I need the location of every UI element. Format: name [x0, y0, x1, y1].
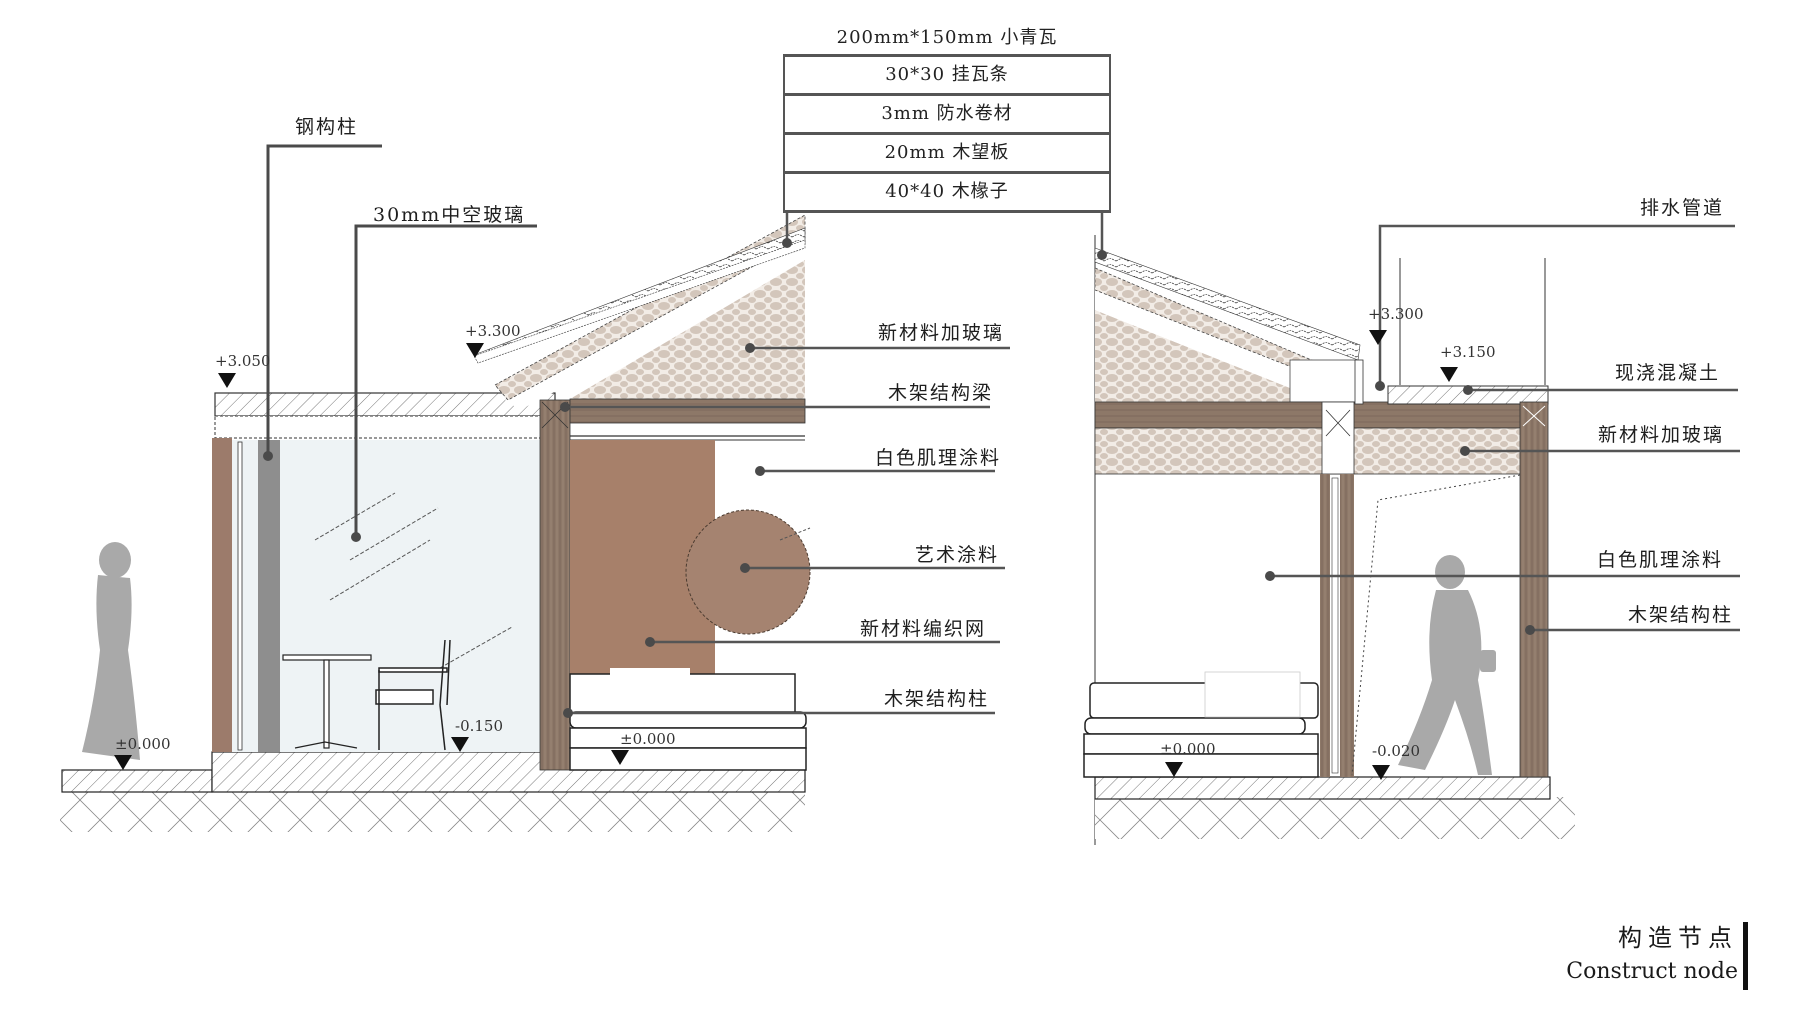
chair	[375, 639, 451, 751]
left-wood-beam	[569, 398, 806, 424]
callout-new-material-glass: 新材料加玻璃	[878, 322, 1005, 344]
title-bar-divider	[1743, 922, 1748, 990]
level-floor-room-right: ±0.000	[1160, 740, 1216, 758]
title-cn: 构造节点	[1618, 924, 1738, 952]
right-mid-column-a	[1320, 474, 1330, 777]
right-roof-rafter-layer	[1094, 267, 1336, 385]
roof-layer-row: 40*40 木椽子	[783, 171, 1111, 213]
callout-hollow-glass: 30mm中空玻璃	[373, 204, 526, 226]
level-ground-outside: ±0.000	[115, 735, 171, 753]
roof-layer-row: 3mm 防水卷材	[783, 93, 1111, 132]
callout-woven-mesh: 新材料编织网	[860, 618, 987, 640]
title-en: Construct node	[1566, 959, 1738, 984]
person-silhouette-left	[82, 542, 140, 760]
right-earth	[1095, 797, 1575, 839]
callout-white-texture-paint: 白色肌理涂料	[875, 447, 1002, 469]
steel-column	[258, 440, 280, 752]
left-brown-pillar	[212, 438, 232, 752]
roof-layer-table: 200mm*150mm 小青瓦 30*30 挂瓦条 3mm 防水卷材 20mm …	[783, 22, 1111, 213]
right-wall-lattice	[1094, 427, 1524, 475]
person-silhouette-right	[1398, 555, 1496, 775]
level-roof-eave-left: +3.300	[465, 322, 521, 340]
right-floor-slab	[1094, 776, 1551, 800]
left-roof-slab	[214, 392, 556, 417]
right-mid-column-b	[1340, 474, 1354, 777]
callout-cast-concrete: 现浇混凝土	[1615, 362, 1721, 384]
left-section	[60, 144, 1010, 832]
callout-wood-column-right: 木架结构柱	[1628, 604, 1734, 626]
level-floor-inside: -0.150	[455, 717, 504, 735]
level-roof-left: +3.050	[215, 352, 271, 370]
roof-layer-row: 20mm 木望板	[783, 132, 1111, 171]
left-roof-lattice	[570, 260, 805, 399]
right-wood-beam	[1094, 401, 1541, 429]
level-floor-room-left: ±0.000	[620, 730, 676, 748]
left-wood-post	[539, 399, 571, 771]
left-leader-lines	[266, 144, 537, 537]
callout-steel-column: 钢构柱	[295, 116, 359, 138]
roof-layer-row: 30*30 挂瓦条	[783, 54, 1111, 93]
right-wood-column	[1519, 401, 1549, 778]
level-floor-corridor: -0.020	[1372, 742, 1421, 760]
left-outdoor-slab	[61, 769, 213, 793]
roof-layer-top-label: 200mm*150mm 小青瓦	[836, 27, 1058, 48]
right-section	[1083, 210, 1740, 845]
callout-art-paint: 艺术涂料	[915, 544, 1000, 566]
left-earth	[60, 792, 805, 832]
callout-wood-beam: 木架结构梁	[888, 382, 994, 404]
callout-wood-column: 木架结构柱	[884, 688, 990, 710]
callout-white-texture-paint-right: 白色肌理涂料	[1597, 549, 1724, 571]
title-block: 构造节点 Construct node	[1566, 918, 1738, 984]
level-roof-eave-right: +3.300	[1368, 305, 1424, 323]
callout-new-material-glass-right: 新材料加玻璃	[1598, 424, 1725, 446]
table	[282, 654, 372, 749]
level-flat-roof: +3.150	[1440, 343, 1496, 361]
callout-drain-pipe: 排水管道	[1640, 197, 1725, 219]
